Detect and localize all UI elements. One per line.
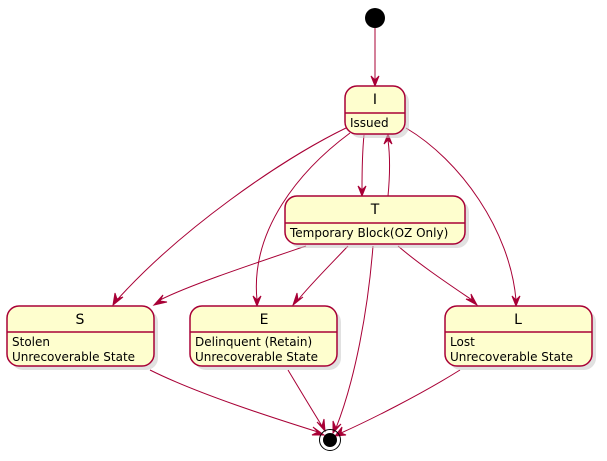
state-S-desc-1: Stolen: [12, 335, 50, 349]
transition-S-to-end: [149, 369, 319, 433]
state-T[interactable]: T Temporary Block(OZ Only): [284, 195, 469, 248]
transition-I-to-S: [116, 127, 347, 301]
arrowhead-T-to-end: [332, 420, 342, 435]
state-S-title: S: [76, 312, 85, 328]
state-I-desc-1: Issued: [350, 116, 389, 130]
arrowhead-E-to-end: [316, 418, 326, 433]
state-L-desc-2: Unrecoverable State: [450, 350, 573, 364]
arrowhead-S-to-end: [311, 426, 326, 436]
arrowhead-I-to-E: [252, 295, 262, 308]
transition-T-to-end: [335, 245, 374, 429]
transition-E-to-end: [287, 369, 323, 427]
arrowhead-T-to-L: [465, 293, 479, 307]
initial-state-icon: [365, 8, 385, 28]
transition-T-to-L: [397, 245, 473, 301]
state-T-title: T: [370, 202, 380, 218]
state-L[interactable]: L Lost Unrecoverable State: [444, 305, 596, 370]
arrowhead-start-to-I: [370, 75, 380, 88]
state-T-desc-1: Temporary Block(OZ Only): [289, 226, 448, 240]
transition-L-to-end: [340, 369, 461, 434]
transition-T-to-S: [159, 245, 307, 301]
state-E-title: E: [260, 312, 269, 328]
transition-T-to-I: [387, 139, 390, 197]
state-S[interactable]: S Stolen Unrecoverable State: [6, 305, 158, 370]
arrowhead-I-to-T: [357, 185, 367, 198]
transition-T-to-E: [297, 245, 349, 301]
transition-I-to-T: [361, 134, 365, 191]
arrowhead-I-to-L: [511, 295, 521, 308]
final-state-icon: [319, 429, 341, 451]
state-E-desc-2: Unrecoverable State: [195, 350, 318, 364]
arrowhead-T-to-E: [291, 292, 304, 307]
arrowhead-T-to-S: [152, 294, 168, 306]
state-I-title: I: [373, 92, 377, 108]
state-L-desc-1: Lost: [450, 335, 475, 349]
state-I[interactable]: I Issued: [344, 85, 409, 138]
state-L-title: L: [514, 312, 522, 328]
transition-I-to-L: [405, 127, 517, 301]
state-S-desc-2: Unrecoverable State: [12, 350, 135, 364]
transitions: [112, 28, 521, 437]
arrowhead-I-to-S: [112, 292, 124, 307]
state-E-desc-1: Delinquent (Retain): [195, 335, 312, 349]
transition-I-to-E: [255, 132, 351, 301]
state-E[interactable]: E Delinquent (Retain) Unrecoverable Stat…: [189, 305, 341, 370]
